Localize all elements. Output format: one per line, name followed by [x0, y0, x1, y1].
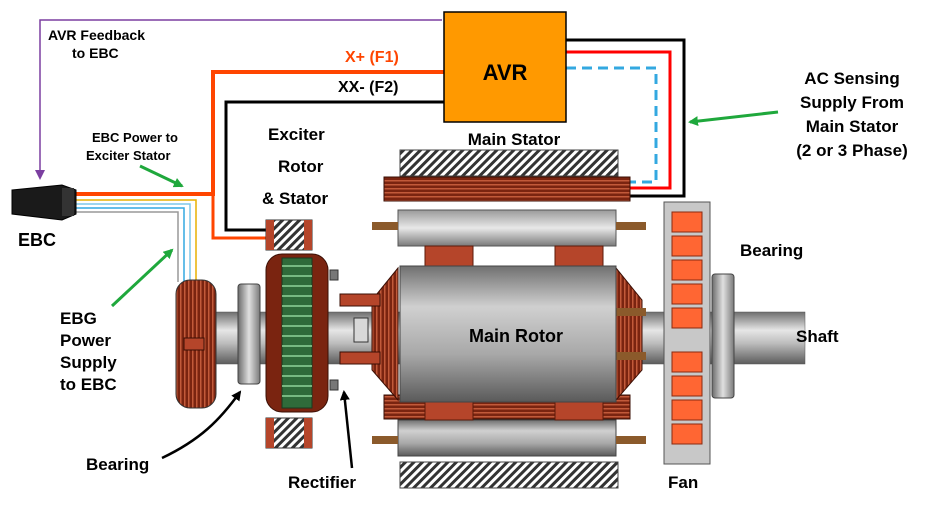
exciter-label-1: Exciter [268, 125, 325, 144]
fan-label: Fan [668, 473, 698, 492]
main-rotor [371, 209, 646, 457]
avr-box [443, 11, 567, 123]
bearing-left-body [237, 283, 261, 385]
ebg-supply-arrow [110, 248, 174, 308]
ebg-wire-2 [75, 203, 191, 282]
shaft-label: Shaft [796, 327, 839, 346]
main-rotor-body [399, 265, 617, 403]
ebc-power-arrow [139, 164, 184, 188]
field-wire-f1-branch [211, 194, 268, 240]
ac-sensing-label-3: Main Stator [806, 117, 899, 136]
ebc-label: EBC [18, 230, 56, 250]
rectifier-arrow [339, 390, 354, 469]
ebg-wire-3 [75, 207, 185, 282]
wiring [35, 19, 686, 282]
ebc-connector [11, 184, 77, 221]
rectifier-label: Rectifier [288, 473, 356, 492]
sensing-wire-red [566, 50, 672, 190]
exciter-label-2: Rotor [278, 157, 324, 176]
ebc-power-label-1: EBC Power to [92, 130, 178, 145]
sensing-wire-blue [566, 66, 658, 184]
field-wire-f2 [224, 100, 444, 232]
ebc-power-label-2: Exciter Stator [86, 148, 171, 163]
ac-sensing-label-1: AC Sensing [804, 69, 899, 88]
avr-label: AVR [483, 60, 528, 85]
ac-sensing-arrow [688, 110, 779, 127]
ebg [175, 279, 217, 409]
exciter-label-3: & Stator [262, 189, 329, 208]
field-wire-f1 [75, 70, 444, 196]
avr-unit [443, 11, 567, 123]
ac-sensing-label-4: (2 or 3 Phase) [796, 141, 908, 160]
main-stator-label: Main Stator [468, 130, 561, 149]
ebg-wire-1 [75, 199, 197, 282]
ac-sensing-label-2: Supply From [800, 93, 904, 112]
sensing-wire-black [566, 38, 686, 198]
avr-feedback-label-2: to EBC [72, 45, 119, 61]
bearing-left-arrow [161, 390, 242, 460]
ebg-label-3: Supply [60, 353, 117, 372]
xx-minus-label: XX- (F2) [338, 79, 398, 96]
rectifier [329, 269, 381, 391]
ebg-label-1: EBG [60, 309, 97, 328]
avr-feedback-label-1: AVR Feedback [48, 27, 145, 43]
avr-feedback-wire [35, 19, 442, 180]
ebg-label-4: to EBC [60, 375, 117, 394]
bearing-left-label: Bearing [86, 455, 149, 474]
fan [663, 201, 711, 465]
bearing-right-body [711, 273, 735, 399]
main-rotor-label: Main Rotor [469, 326, 563, 346]
bearing-right-label: Bearing [740, 241, 803, 260]
ebg-label-2: Power [60, 331, 111, 350]
exciter [265, 219, 329, 449]
x-plus-label: X+ (F1) [345, 49, 399, 66]
ebg-wire-4 [75, 211, 179, 282]
